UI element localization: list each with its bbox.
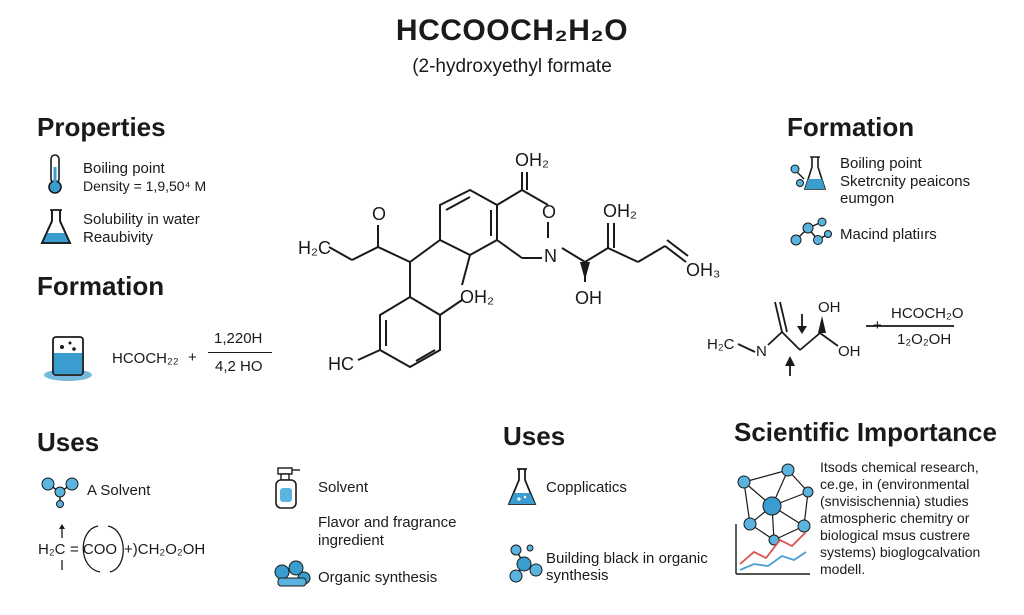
- fraction-line: [208, 352, 272, 353]
- formation-left-denominator: 4,2 HO: [215, 358, 263, 375]
- formation-right-line2: Sketrcnity peaicons: [840, 173, 971, 190]
- equation-arrows: [59, 524, 124, 573]
- formation-left-plus: +: [188, 349, 197, 366]
- uses-mid-item1: Copplicatics: [546, 479, 627, 496]
- uses-mid-item2b: synthesis: [546, 567, 609, 584]
- uses-left-item3b: ingredient: [318, 532, 384, 549]
- molecule-label-oh3: OH₃: [686, 260, 720, 280]
- right-reaction-structure: H₂C N OH OH + HCOCH₂O 1₂O₂OH: [707, 299, 964, 376]
- formation-right-line4: Macind platiırs: [840, 226, 937, 243]
- uses-left-heading: Uses: [37, 427, 100, 457]
- conical-flask-icon: [507, 468, 537, 505]
- line-chart-icon: [735, 524, 810, 575]
- formation-right-line1: Boiling point: [840, 155, 922, 172]
- reaction-right-numerator: HCOCH₂O: [891, 305, 964, 322]
- formation-right-heading: Formation: [787, 112, 915, 142]
- molecule-icon: [274, 560, 311, 587]
- molecule-label-h2c: H₂C: [298, 238, 331, 258]
- spray-bottle-icon: [275, 467, 300, 509]
- property-boiling-point: Boiling point: [83, 160, 165, 177]
- molecule-icon: [790, 217, 832, 246]
- network-icon: [737, 463, 814, 546]
- formation-left-heading: Formation: [37, 271, 165, 301]
- science-line-5: biological msus custrere: [820, 527, 971, 543]
- uses-mid-item2a: Building black in organic: [546, 550, 708, 567]
- science-text: Itsods chemical research, ce.ge, in (env…: [820, 459, 1020, 578]
- thermometer-icon: [48, 154, 62, 194]
- molecule-label-oh2-low: OH₂: [460, 287, 494, 307]
- flask-icon: [790, 156, 827, 190]
- molecule-icon: [509, 544, 543, 583]
- uses-left-item1: A Solvent: [87, 482, 151, 499]
- uses-left-eq-left: H₂C: [38, 541, 66, 558]
- formation-left-numerator: 1,220H: [214, 330, 263, 347]
- uses-left-eq-mid: = COO: [70, 541, 118, 558]
- uses-left-item2: Solvent: [318, 479, 369, 496]
- reaction-right-denominator: 1₂O₂OH: [897, 331, 951, 348]
- page-title: HCCOOCH₂H₂O: [395, 14, 629, 47]
- reaction-right-plus: +: [873, 317, 882, 334]
- properties-heading: Properties: [37, 112, 166, 142]
- science-line-2: ce.ge, in (environmental: [820, 476, 970, 492]
- uses-left-eq-right: +)CH₂O₂OH: [124, 541, 206, 558]
- science-line-4: atmospheric chemitry or: [820, 510, 970, 526]
- uses-left-item4: Organic synthesis: [318, 569, 438, 586]
- property-reactivity: Reaubivity: [83, 229, 154, 246]
- molecule-label-o-left: O: [372, 204, 386, 224]
- central-molecule-structure: OH₂ O OH₂ O H₂C N OH₃ OH₂ OH HC: [298, 150, 720, 374]
- molecule-label-oh2-mid: OH₂: [603, 201, 637, 221]
- formation-left-reactant: HCOCH₂₂: [112, 350, 179, 367]
- science-line-6: systems) bioglogcalvation: [820, 544, 981, 560]
- reaction-right-oh-bottom: OH: [838, 343, 861, 360]
- science-line-3: (snvisischennia) studies: [820, 493, 969, 509]
- property-density: Density = 1,9,50⁴ M: [83, 178, 207, 194]
- molecule-label-oh: OH: [575, 288, 602, 308]
- uses-mid-heading: Uses: [503, 421, 566, 451]
- science-line-1: Itsods chemical research,: [820, 459, 979, 475]
- property-solubility: Solubility in water: [83, 211, 200, 228]
- molecule-icon: [41, 477, 79, 508]
- formation-right-line3: eumgon: [840, 190, 895, 207]
- molecule-label-oh2-top: OH₂: [515, 150, 549, 170]
- science-line-7: modell.: [820, 561, 866, 577]
- molecule-label-o-right: O: [542, 202, 556, 222]
- reaction-right-h2c: H₂C: [707, 336, 735, 353]
- page-subtitle: (2-hydroxyethyl formate: [412, 56, 612, 77]
- molecule-label-hc: HC: [328, 354, 354, 374]
- uses-left-item3a: Flavor and fragrance: [318, 514, 457, 531]
- science-heading: Scientific Importance: [734, 417, 997, 447]
- beaker-icon: [44, 336, 92, 381]
- reaction-right-oh-top: OH: [818, 299, 841, 316]
- molecule-label-n: N: [544, 246, 557, 266]
- reaction-right-n: N: [756, 343, 767, 360]
- flask-icon: [40, 209, 72, 244]
